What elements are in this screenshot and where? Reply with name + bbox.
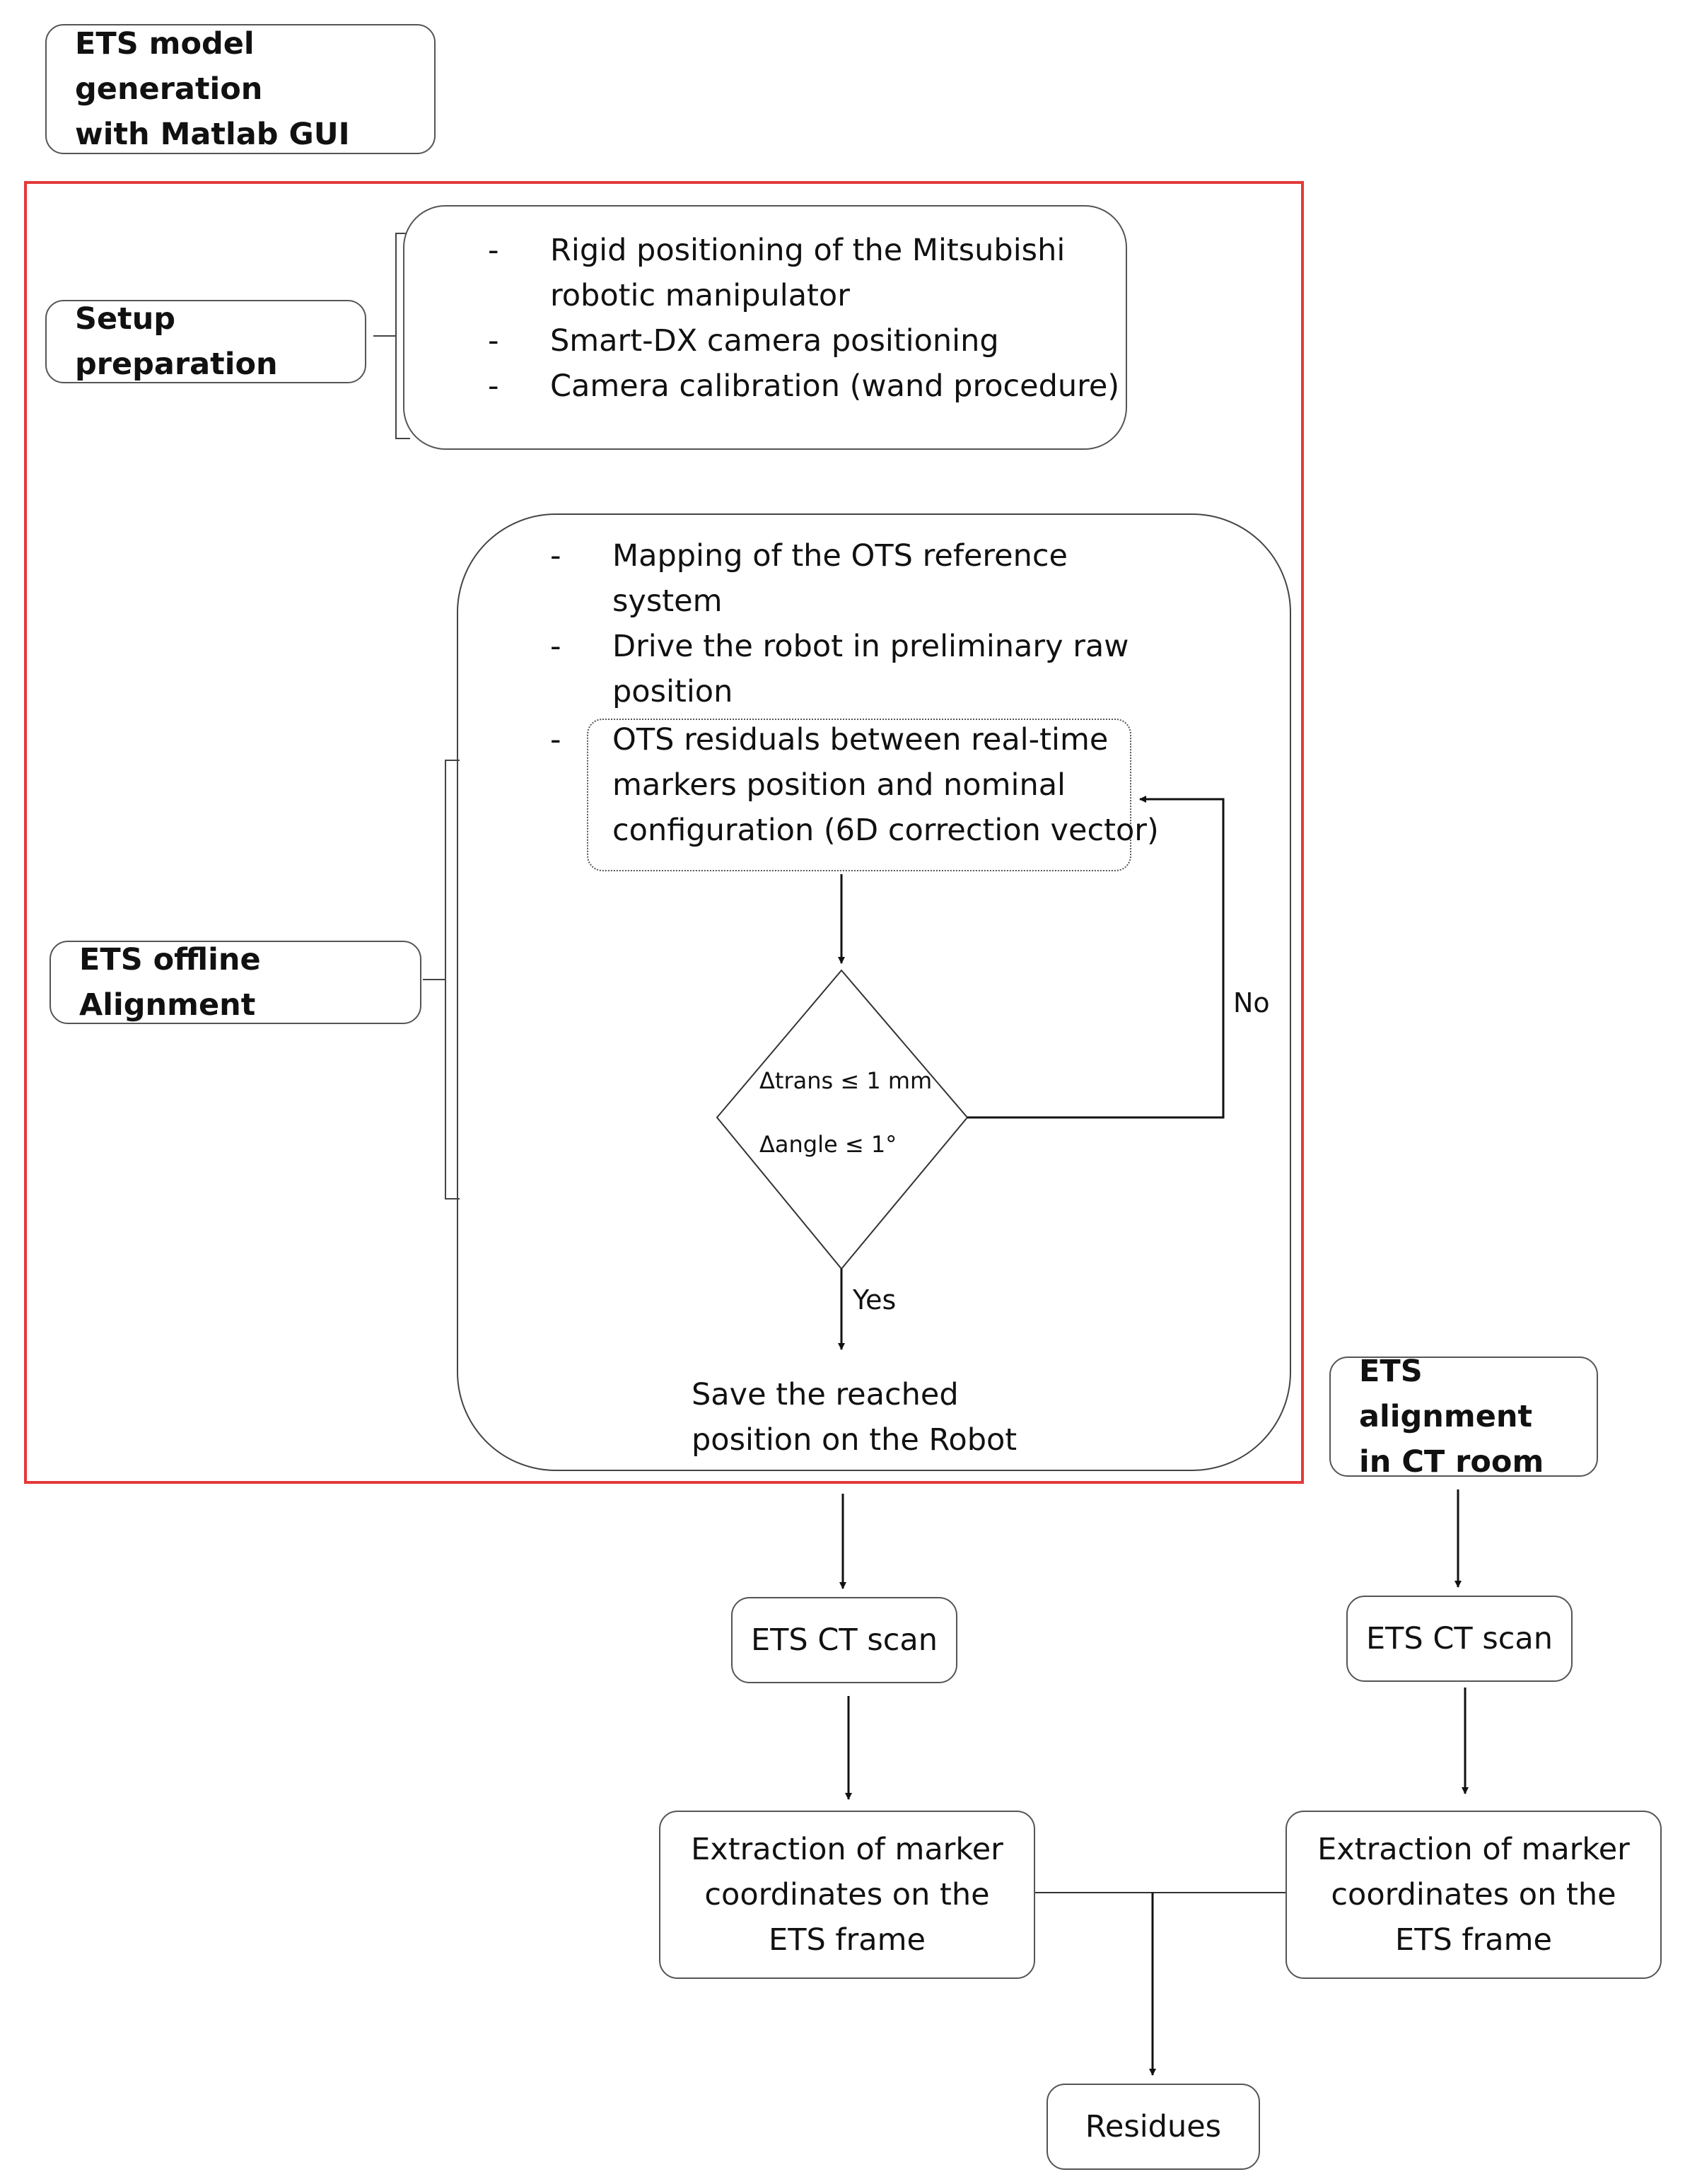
setup-preparation-box: Setup preparation [45,300,366,383]
ct-room-line2: in CT room [1359,1444,1544,1480]
setup-step: - Camera calibration (wand procedure) [488,364,1124,409]
setup-step-text: robotic manipulator [550,278,850,313]
setup-step-text: Smart-DX camera positioning [550,323,999,359]
ct-scan-left-box: ETS CT scan [731,1597,957,1683]
bullet-dash: - [488,233,499,268]
model-generation-line1: ETS model generation [75,26,263,107]
residuals-line1: OTS residuals between real-time [612,722,1109,757]
offline-step: - Drive the robot in preliminary raw pos… [550,624,1187,714]
offline-step-text: system [612,583,723,619]
ct-room-alignment-box: ETS alignment in CT room [1329,1354,1598,1480]
residues-box: Residues [1046,2084,1260,2170]
offline-step-text: position [612,674,733,709]
residuals-dotted-box [587,719,1131,871]
offline-steps-list: - Mapping of the OTS reference system - … [550,533,1187,714]
extraction-right-line1: Extraction of marker [1317,1832,1630,1867]
bullet-dash: - [550,629,561,664]
extraction-left-box: Extraction of marker coordinates on the … [659,1811,1035,1979]
setup-step-text: Rigid positioning of the Mitsubishi [550,233,1066,268]
bullet-dash: - [550,722,561,757]
model-generation-box: ETS model generation with Matlab GUI [45,24,436,154]
setup-steps-box [403,205,1127,450]
extraction-left-line3: ETS frame [769,1922,926,1958]
extraction-right-line2: coordinates on the [1331,1877,1616,1912]
offline-alignment-process-box [457,513,1291,1471]
setup-steps-list: - Rigid positioning of the Mitsubishi ro… [488,228,1124,409]
save-line2: position on the Robot [692,1422,1018,1458]
alignment-frame [24,181,1304,1484]
bullet-dash: - [550,538,561,574]
offline-bracket [423,760,460,1200]
model-generation-line2: with Matlab GUI [75,117,350,152]
yes-label: Yes [853,1284,897,1315]
setup-preparation-label: Setup preparation [75,301,278,382]
setup-step: - Rigid positioning of the Mitsubishi ro… [488,228,1124,318]
extraction-right-box: Extraction of marker coordinates on the … [1285,1811,1662,1979]
setup-bracket [373,233,410,439]
no-loop-arrow [967,796,1225,1119]
offline-alignment-label: ETS offline Alignment [79,942,261,1023]
ct-scan-left-label: ETS CT scan [750,1622,938,1658]
setup-step-text: Camera calibration (wand procedure) [550,368,1120,404]
extraction-left-line1: Extraction of marker [691,1832,1003,1867]
bullet-dash: - [488,323,499,359]
ct-room-line1: ETS alignment [1359,1354,1533,1434]
bullet-dash: - [488,368,499,404]
decision-angle-text: Δangle ≤ 1° [759,1131,897,1158]
residuals-line3: configuration (6D correction vector) [612,813,1159,848]
ct-scan-right-box: ETS CT scan [1346,1596,1573,1682]
no-label: No [1233,987,1270,1018]
offline-alignment-box: ETS offline Alignment [49,941,421,1024]
extraction-right-line3: ETS frame [1395,1922,1552,1958]
offline-step: - Mapping of the OTS reference system [550,533,1187,624]
offline-step-text: Mapping of the OTS reference [612,538,1068,574]
residues-label: Residues [1085,2109,1222,2144]
residuals-line2: markers position and nominal [612,767,1066,803]
decision-trans-text: Δtrans ≤ 1 mm [759,1067,933,1094]
offline-step-text: Drive the robot in preliminary raw [612,629,1129,664]
setup-step: - Smart-DX camera positioning [488,318,1124,364]
save-line1: Save the reached [692,1377,959,1412]
extraction-left-line2: coordinates on the [704,1877,990,1912]
ct-scan-right-label: ETS CT scan [1365,1621,1553,1656]
